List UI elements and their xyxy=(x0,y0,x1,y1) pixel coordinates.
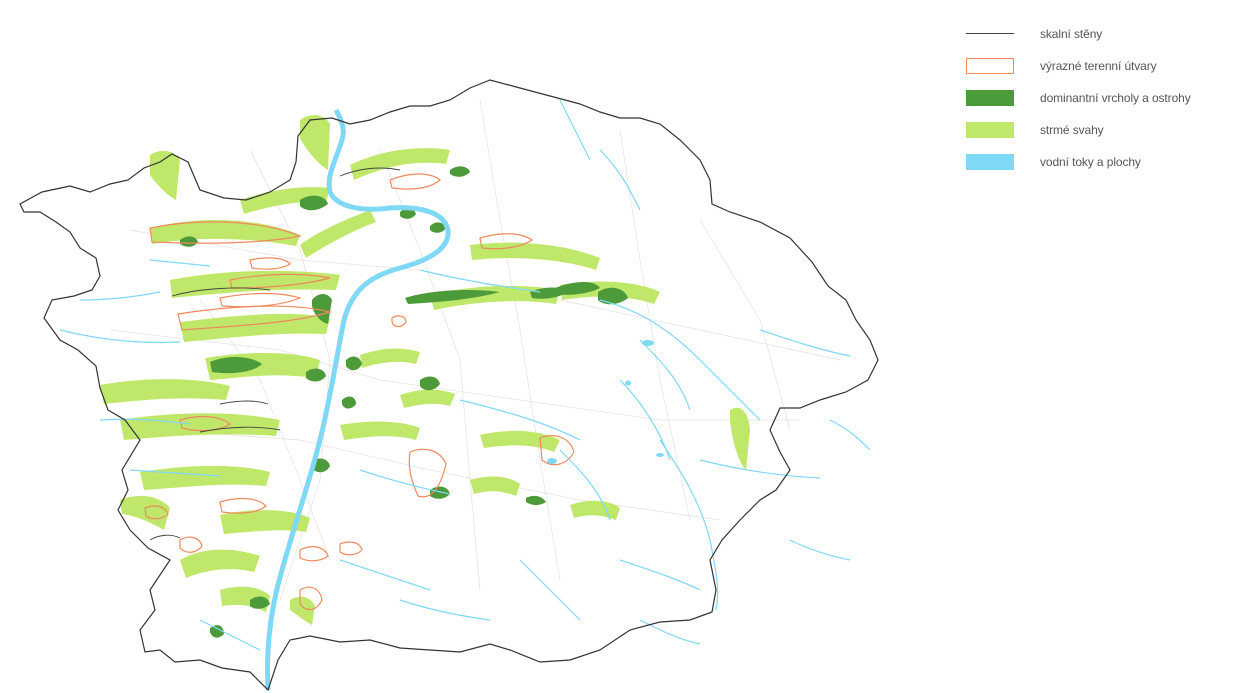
legend-label-cliffs: skalní stěny xyxy=(1040,27,1103,41)
legend-item-cliffs: skalní stěny xyxy=(966,18,1256,50)
water-bodies xyxy=(547,340,664,464)
peaks-swatch xyxy=(966,90,1014,106)
cliffs-swatch xyxy=(966,26,1014,42)
prague-terrain-map xyxy=(19,79,879,692)
terrain-outline-layer xyxy=(144,173,575,611)
terrain-swatch xyxy=(966,58,1014,74)
water-swatch xyxy=(966,154,1014,170)
slopes-swatch xyxy=(966,122,1014,138)
legend-label-water: vodní toky a plochy xyxy=(1040,155,1141,169)
legend-item-slopes: strmé svahy xyxy=(966,114,1256,146)
legend-item-peaks: dominantní vrcholy a ostrohy xyxy=(966,82,1256,114)
road-network xyxy=(109,99,841,601)
water-layer xyxy=(59,99,871,691)
city-boundary xyxy=(19,79,879,692)
legend-item-water: vodní toky a plochy xyxy=(966,146,1256,178)
vltava-river xyxy=(265,108,451,691)
legend-label-terrain: výrazné terenní útvary xyxy=(1040,59,1157,73)
legend-label-slopes: strmé svahy xyxy=(1040,123,1104,137)
cliffs-layer xyxy=(149,167,401,541)
map-canvas xyxy=(19,79,879,692)
legend-label-peaks: dominantní vrcholy a ostrohy xyxy=(1040,91,1191,105)
legend-item-terrain: výrazné terenní útvary xyxy=(966,50,1256,82)
slopes-layer xyxy=(100,115,750,625)
peaks-layer xyxy=(180,166,628,638)
map-legend: skalní stěny výrazné terenní útvary domi… xyxy=(966,18,1256,178)
